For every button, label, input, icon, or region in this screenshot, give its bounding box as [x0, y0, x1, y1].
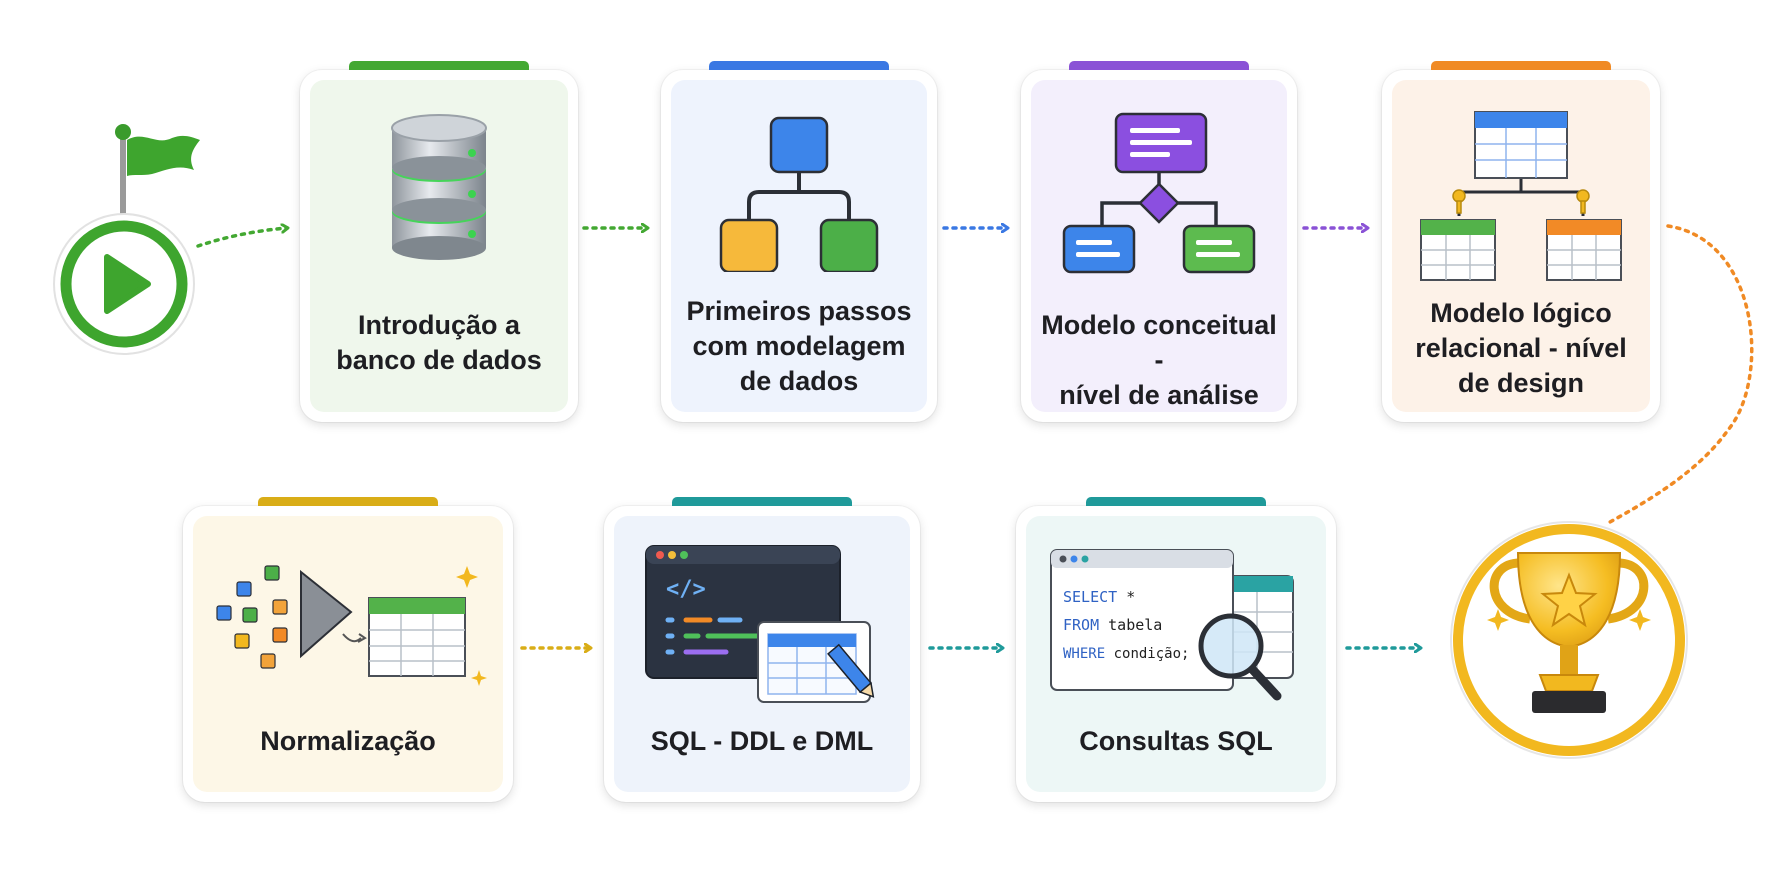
- pencil-icon: [827, 643, 875, 698]
- svg-text:</>: </>: [666, 577, 706, 602]
- step-label: Modelo lógico relacional - nível de desi…: [1415, 298, 1627, 398]
- arrow-start-to-step1: [196, 228, 287, 248]
- arrow-step4-to-trophy: [1608, 224, 1754, 524]
- concept-diagram-icon: [1062, 112, 1256, 274]
- step-card-sql-ddl-dml[interactable]: </> SQL - DDL e DML: [604, 497, 920, 802]
- step-card-intro-databases[interactable]: Introdução a banco de dados: [300, 61, 578, 422]
- card-accent-bar: [709, 61, 889, 70]
- card-accent-bar: [1069, 61, 1249, 70]
- card-accent-bar: [349, 61, 529, 70]
- sql-query-icon: SELECT * FROM tabela WHERE condição;: [1050, 549, 1294, 701]
- trophy-icon: [1450, 521, 1688, 759]
- code-editor-icon: </>: [645, 545, 875, 703]
- play-flag-icon: [53, 124, 200, 355]
- key-icon: [1576, 189, 1590, 214]
- database-icon: [391, 114, 487, 260]
- svg-text:WHERE condição;: WHERE condição;: [1063, 646, 1189, 662]
- card-accent-bar: [1431, 61, 1611, 70]
- card-accent-bar: [258, 497, 438, 506]
- sparkle-icon: [456, 566, 478, 588]
- sparkle-icon: [471, 670, 487, 686]
- card-accent-bar: [1086, 497, 1266, 506]
- svg-text:SELECT *: SELECT *: [1063, 588, 1135, 606]
- step-label: SQL - DDL e DML: [650, 726, 874, 756]
- step-card-normalization[interactable]: Normalização: [183, 497, 513, 802]
- key-icon: [1452, 189, 1466, 214]
- step-card-first-steps-modeling[interactable]: Primeiros passos com modelagem de dados: [661, 61, 937, 422]
- sparkle-icon: [1487, 609, 1509, 631]
- svg-text:FROM tabela: FROM tabela: [1063, 616, 1162, 634]
- magnifier-icon: [1198, 613, 1282, 701]
- step-card-logical-relational-model[interactable]: Modelo lógico relacional - nível de desi…: [1382, 61, 1660, 422]
- step-card-sql-queries[interactable]: SELECT * FROM tabela WHERE condição; Con…: [1016, 497, 1336, 802]
- step-card-conceptual-model[interactable]: Modelo conceitual - nível de análise: [1021, 61, 1297, 422]
- step-label: Primeiros passos com modelagem de dados: [686, 296, 912, 396]
- step-label: Introdução a banco de dados: [336, 310, 542, 375]
- card-accent-bar: [672, 497, 852, 506]
- step-label: Modelo conceitual - nível de análise: [1041, 310, 1277, 410]
- normalization-funnel-icon: [216, 565, 487, 686]
- step-label: Consultas SQL: [1079, 726, 1273, 756]
- step-label: Normalização: [260, 726, 436, 756]
- relational-tables-icon: [1420, 111, 1622, 281]
- sparkle-icon: [1629, 609, 1651, 631]
- hierarchy-diagram-icon: [719, 116, 879, 272]
